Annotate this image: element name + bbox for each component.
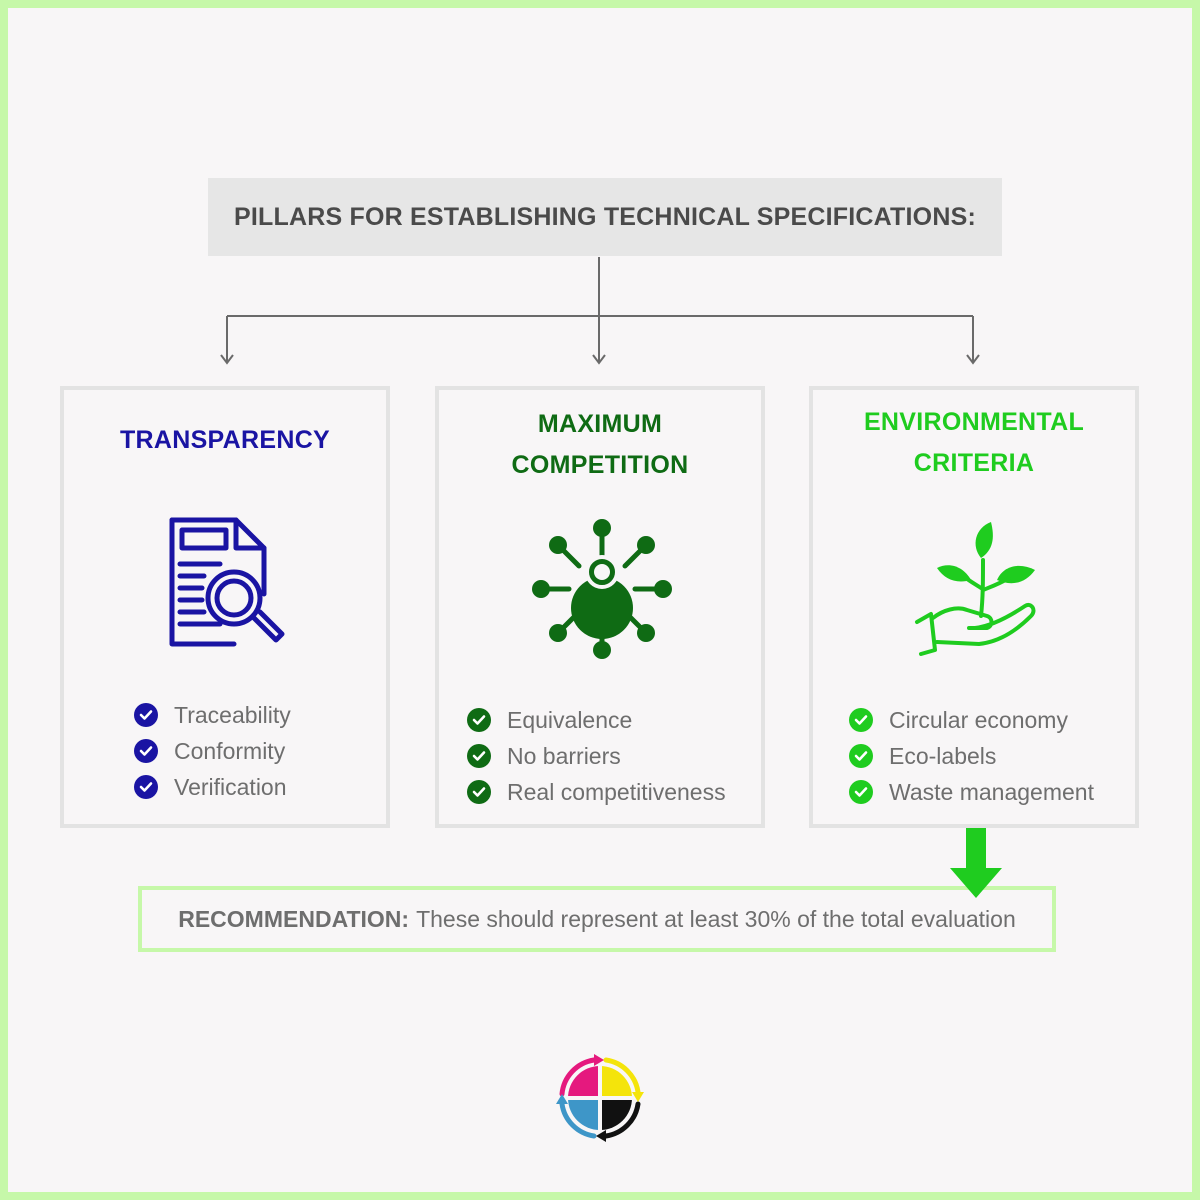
check-circle-icon (467, 780, 491, 804)
list-item: Equivalence (467, 702, 726, 738)
recommendation-text: These should represent at least 30% of t… (416, 905, 1016, 932)
down-arrow-icon (950, 828, 1002, 898)
list-item-label: Circular economy (889, 706, 1068, 733)
pillar-title-line: TRANSPARENCY (119, 426, 331, 454)
recommendation-label: RECOMMENDATION: (178, 905, 410, 932)
list-item: Conformity (134, 733, 291, 769)
document-search-icon (169, 517, 285, 647)
list-item-label: Real competitiveness (507, 778, 726, 805)
pillar-card-transparency: TRANSPARENCY Traceability Conformity (60, 386, 390, 828)
check-circle-icon (134, 739, 158, 763)
list-item-label: Equivalence (507, 706, 633, 733)
list-item: Circular economy (849, 702, 1094, 738)
list-item: Real competitiveness (467, 774, 726, 810)
check-circle-icon (849, 708, 873, 732)
diagram-title: PILLARS FOR ESTABLISHING TECHNICAL SPECI… (234, 202, 976, 231)
list-item: Eco-labels (849, 738, 1094, 774)
pillar-card-environmental: ENVIRONMENTAL CRITERIA Circular economy … (809, 386, 1139, 828)
recommendation-box: RECOMMENDATION: These should represent a… (138, 886, 1056, 952)
pillar-checklist: Equivalence No barriers Real competitive… (467, 702, 726, 810)
check-circle-icon (849, 744, 873, 768)
pillar-title: MAXIMUM COMPETITION (439, 404, 761, 486)
check-circle-icon (467, 744, 491, 768)
check-circle-icon (134, 775, 158, 799)
diagram-header: PILLARS FOR ESTABLISHING TECHNICAL SPECI… (208, 178, 1002, 256)
list-item-label: Eco-labels (889, 742, 997, 769)
list-item-label: Conformity (174, 737, 286, 764)
pillar-title-line: ENVIRONMENTAL (863, 408, 1085, 436)
pillar-checklist: Circular economy Eco-labels Waste manage… (849, 702, 1094, 810)
list-item-label: Waste management (889, 778, 1094, 805)
pillar-checklist: Traceability Conformity Verification (134, 697, 291, 805)
pillar-title-line: COMPETITION (511, 451, 689, 479)
list-item: Waste management (849, 774, 1094, 810)
list-item: Traceability (134, 697, 291, 733)
check-circle-icon (134, 703, 158, 727)
pillar-title-line: CRITERIA (913, 449, 1035, 477)
list-item-label: No barriers (507, 742, 621, 769)
pillar-title: TRANSPARENCY (64, 420, 386, 461)
check-circle-icon (467, 708, 491, 732)
check-circle-icon (849, 780, 873, 804)
pillar-title-line: MAXIMUM (537, 410, 663, 438)
pillar-card-competition: MAXIMUM COMPETITION Equ (435, 386, 765, 828)
brand-logo (556, 1054, 644, 1142)
network-person-icon (532, 519, 672, 659)
connector-lines (220, 257, 980, 365)
plant-in-hand-icon (915, 522, 1036, 656)
pillar-title: ENVIRONMENTAL CRITERIA (813, 402, 1135, 484)
list-item: No barriers (467, 738, 726, 774)
list-item-label: Traceability (174, 701, 291, 728)
list-item-label: Verification (174, 773, 287, 800)
list-item: Verification (134, 769, 291, 805)
